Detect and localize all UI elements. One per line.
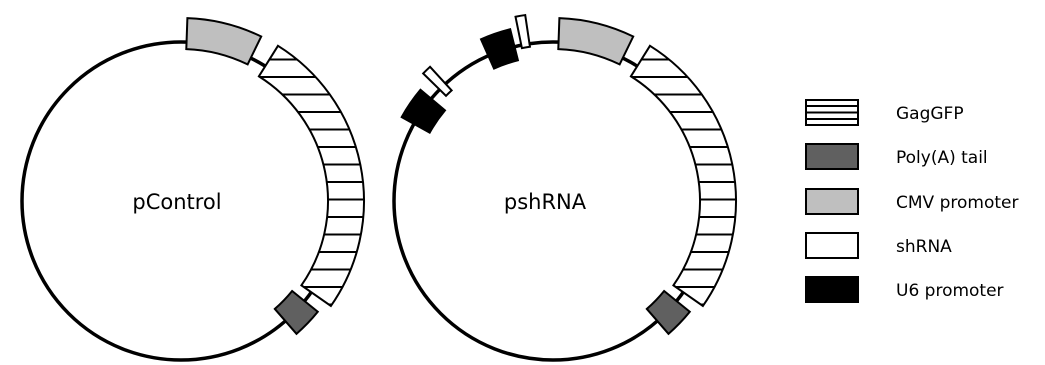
pcontrol-gaggfp-segment	[257, 44, 365, 308]
legend-swatch-gaggfp	[805, 99, 859, 126]
legend-swatch-u6	[805, 276, 859, 303]
legend-item-cmv: CMV promoter	[805, 188, 1018, 215]
legend-label-u6: U6 promoter	[896, 281, 1004, 301]
legend-label-shrna: shRNA	[896, 237, 952, 257]
plasmid-pshrna: pshRNA	[392, 13, 737, 362]
legend-label-cmv: CMV promoter	[896, 193, 1018, 213]
plasmid-pcontrol: pControl	[20, 17, 365, 362]
legend-label-polya: Poly(A) tail	[896, 148, 988, 168]
pcontrol-polya-tail	[273, 289, 320, 336]
legend-label-gaggfp: GagGFP	[896, 104, 964, 124]
pshrna-shrna-1	[514, 13, 532, 50]
pcontrol-cmv-promoter	[185, 17, 263, 66]
pshrna-u6-promoter-2	[400, 88, 447, 134]
plasmid-label-pshrna: pshRNA	[504, 190, 587, 214]
legend-item-polya: Poly(A) tail	[805, 143, 988, 170]
pshrna-u6-promoter-1	[479, 28, 520, 70]
legend-item-shrna: shRNA	[805, 232, 952, 259]
pshrna-polya-tail	[645, 289, 692, 336]
legend-item-gaggfp: GagGFP	[805, 99, 964, 126]
pshrna-shrna-2	[421, 65, 454, 98]
legend-item-u6: U6 promoter	[805, 276, 1004, 303]
legend: GagGFP Poly(A) tail CMV promoter shRNA U…	[805, 99, 1018, 303]
legend-swatch-polya	[805, 143, 859, 170]
pshrna-gaggfp-segment	[629, 44, 737, 308]
legend-swatch-shrna	[805, 232, 859, 259]
plasmid-label-pcontrol: pControl	[132, 190, 221, 214]
pshrna-cmv-promoter	[557, 17, 635, 66]
legend-swatch-cmv	[805, 188, 859, 215]
